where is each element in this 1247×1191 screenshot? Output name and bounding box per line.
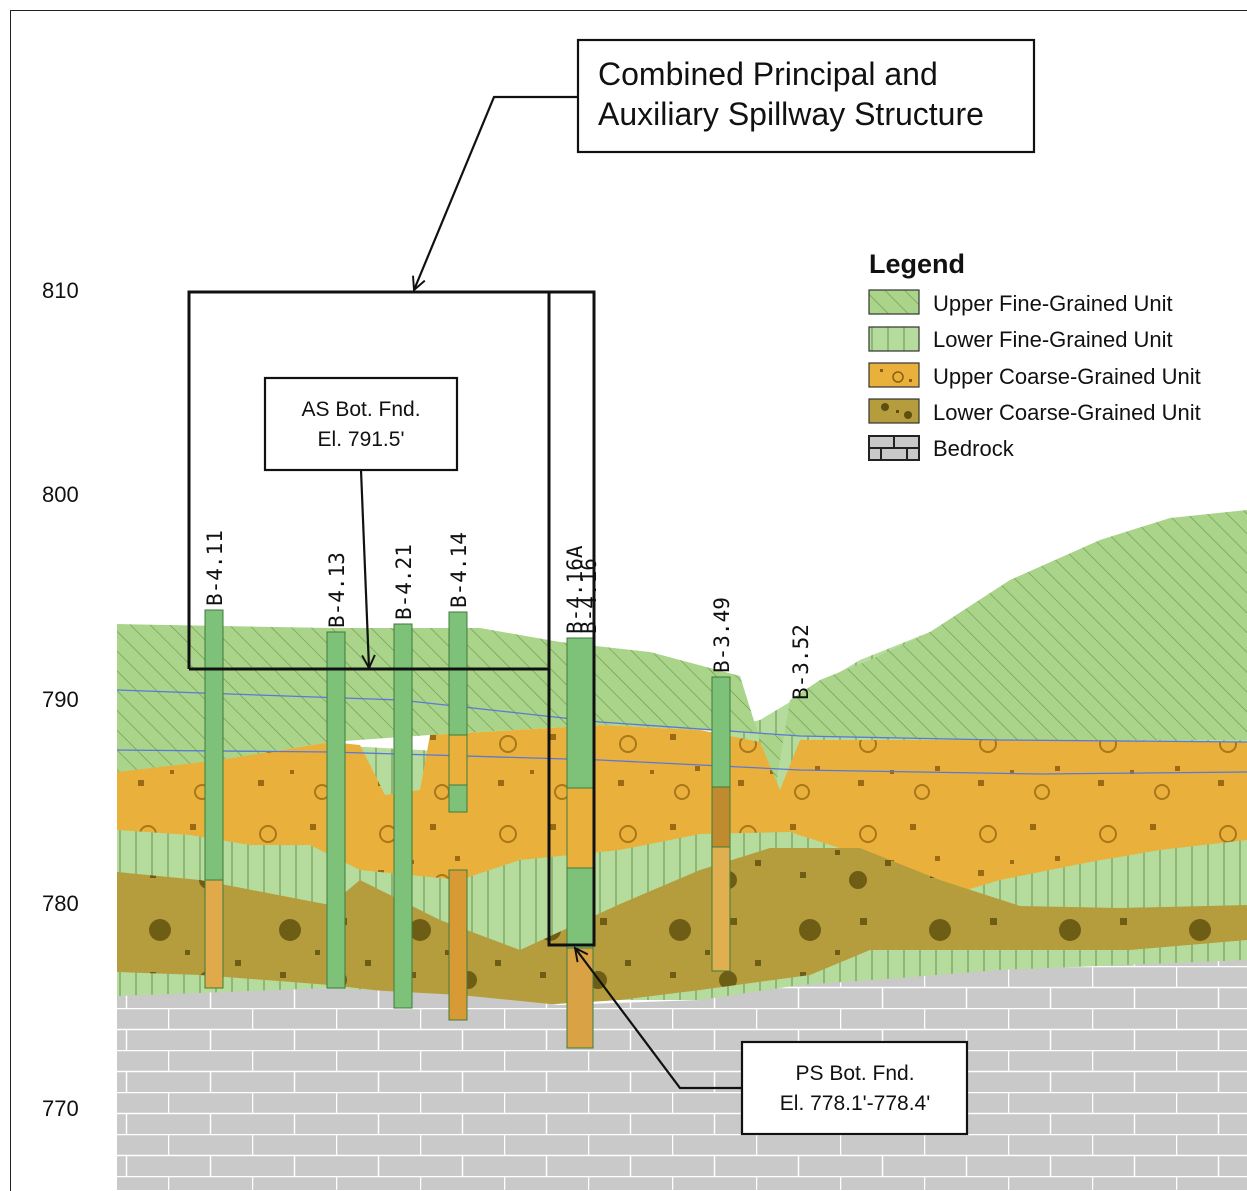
figure-frame xyxy=(10,10,1247,1191)
elevation-label-790: 790 xyxy=(42,687,79,712)
legend-swatch-lower-coarse xyxy=(868,398,920,424)
as-bottom-leader-arrow xyxy=(359,469,369,668)
legend-swatch-lower-fine xyxy=(868,326,920,352)
boring-label-b-3-49: B-3.49 xyxy=(710,597,734,673)
boring-label-b-4-16: B-4.16 xyxy=(577,558,601,634)
groundwater-line-lower xyxy=(116,749,1247,775)
legend-swatch-bedrock xyxy=(868,435,920,461)
elevation-label-780: 780 xyxy=(42,891,79,916)
structure-title-line1: Combined Principal and xyxy=(598,56,938,92)
legend-heading: Legend xyxy=(869,249,965,279)
boring-column-b-4-21 xyxy=(393,623,413,1009)
ps-bottom-callout: PS Bot. Fnd. El. 778.1'-778.4' xyxy=(740,1040,969,1136)
spillway-structure-outline xyxy=(187,290,596,947)
boring-label-b-4-11: B-4.11 xyxy=(203,530,227,606)
boring-labels: B-4.11 B-4.13 B-4.21 B-4.14 B-4.16A B-4.… xyxy=(203,530,813,700)
structure-title-line2: Auxiliary Spillway Structure xyxy=(598,96,984,132)
as-bottom-elevation: El. 791.5' xyxy=(318,428,405,451)
ps-bottom-label: PS Bot. Fnd. xyxy=(795,1062,914,1085)
legend-swatch-upper-fine xyxy=(868,289,920,315)
ps-bottom-leader-arrow xyxy=(575,948,742,1090)
elevation-label-810: 810 xyxy=(42,278,79,303)
boring-columns xyxy=(204,609,731,1049)
elevation-label-770: 770 xyxy=(42,1096,79,1121)
boring-label-b-3-52: B-3.52 xyxy=(789,624,813,700)
boring-label-b-4-21: B-4.21 xyxy=(392,544,416,620)
boring-column-b-3-49 xyxy=(711,676,731,972)
elevation-label-800: 800 xyxy=(42,482,79,507)
leader-lines xyxy=(359,95,742,1090)
boring-label-b-4-16a: B-4.16A xyxy=(563,545,587,634)
legend-label-upper-coarse: Upper Coarse-Grained Unit xyxy=(933,364,1201,389)
ps-bottom-elevation: El. 778.1'-778.4' xyxy=(780,1092,930,1115)
boring-column-b-4-14 xyxy=(448,611,468,1021)
boring-label-b-4-13: B-4.13 xyxy=(325,552,349,628)
boring-column-b-4-11 xyxy=(204,609,224,989)
boring-column-b-4-13 xyxy=(326,631,346,989)
groundwater-line-upper xyxy=(116,689,1247,743)
legend-label-lower-coarse: Lower Coarse-Grained Unit xyxy=(933,400,1201,425)
as-bottom-callout: AS Bot. Fnd. El. 791.5' xyxy=(263,376,459,472)
structure-title-box: Combined Principal and Auxiliary Spillwa… xyxy=(576,38,1036,154)
boring-label-b-4-14: B-4.14 xyxy=(447,532,471,608)
as-bottom-label: AS Bot. Fnd. xyxy=(301,398,420,421)
title-leader-arrow xyxy=(414,95,578,290)
boring-column-b-4-16 xyxy=(566,637,594,1049)
elevation-axis: 810 800 790 780 770 xyxy=(42,278,79,1121)
legend-label-upper-fine: Upper Fine-Grained Unit xyxy=(933,291,1173,316)
legend-label-bedrock: Bedrock xyxy=(933,436,1015,461)
legend: Legend Upper Fine-Grained Unit Lower Fin… xyxy=(868,249,1201,461)
legend-label-lower-fine: Lower Fine-Grained Unit xyxy=(933,327,1173,352)
